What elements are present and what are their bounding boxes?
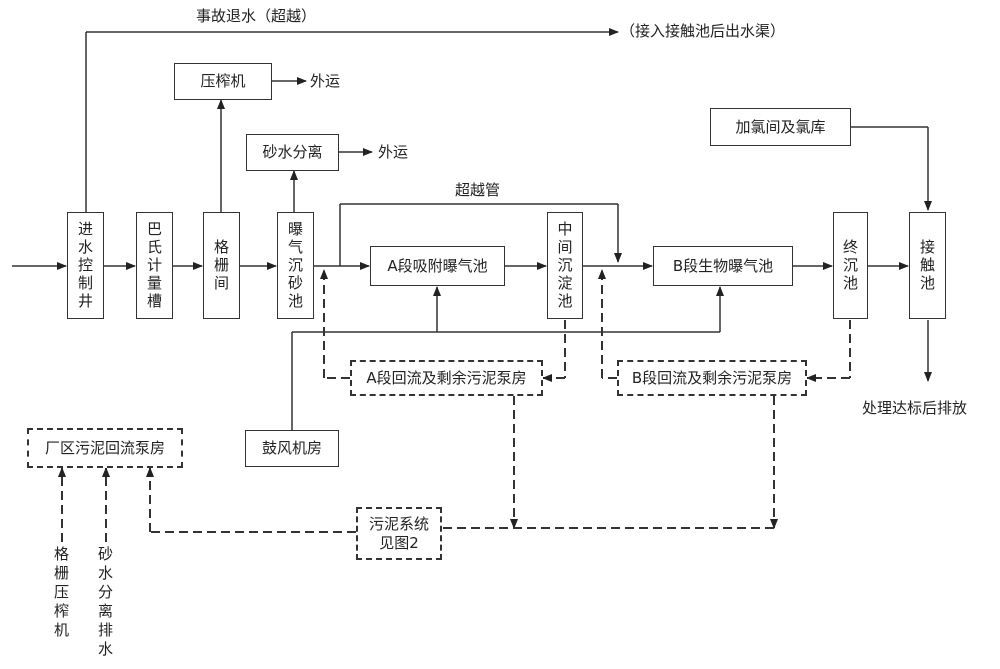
final-clarifier: 终沉池 [833,212,868,319]
discharge-label: 处理达标后排放 [862,399,968,417]
plant-sludge-return-pump-room: 厂区污泥回流泵房 [27,428,183,468]
inlet-control-well: 进水控制井 [67,212,104,319]
intermediate-clarifier: 中间沉淀池 [547,212,583,319]
grit-separator: 砂水分离 [246,134,339,171]
chlorination-room-label: 加氯间及氯库 [735,117,826,136]
screw-press: 压榨机 [174,63,272,100]
overflow-destination-label: （接入接触池后出水渠） [620,22,786,40]
a-stage-sludge-pump-room-label: A段回流及剩余污泥泵房 [366,368,527,387]
sludge-system-box: 污泥系统见图2 [356,507,442,560]
parshall-flume-label: 巴氏计量槽 [145,220,163,311]
a-stage-aeration-tank-label: A段吸附曝气池 [387,256,488,275]
export-label-2: 外运 [378,143,409,161]
export-label-1: 外运 [310,72,341,90]
screw-press-label: 压榨机 [200,72,246,90]
bypass-pipe-label: 超越管 [455,181,501,199]
sludge-system-label: 污泥系统见图2 [368,514,429,552]
grit-separator-label: 砂水分离 [262,143,323,161]
contact-tank: 接触池 [909,212,946,319]
emergency-overflow-label: 事故退水（超越） [196,7,317,25]
b-stage-aeration-tank: B段生物曝气池 [653,246,793,286]
a-stage-sludge-pump-room: A段回流及剩余污泥泵房 [350,360,543,396]
screen-press-feed-label: 格栅压榨机 [52,546,70,641]
a-stage-aeration-tank: A段吸附曝气池 [370,246,505,286]
aerated-grit-chamber-label: 曝气沉砂池 [286,220,304,311]
blower-room-label: 鼓风机房 [261,439,322,457]
aerated-grit-chamber: 曝气沉砂池 [277,212,314,319]
b-stage-sludge-pump-room-label: B段回流及剩余污泥泵房 [631,368,793,387]
final-clarifier-label: 终沉池 [841,238,859,293]
chlorination-room: 加氯间及氯库 [710,108,851,146]
intermediate-clarifier-label: 中间沉淀池 [555,220,574,311]
grit-drain-feed-label: 砂水分离排水 [96,546,114,660]
plant-sludge-return-pump-room-label: 厂区污泥回流泵房 [44,438,165,457]
blower-room: 鼓风机房 [245,430,339,467]
parshall-flume: 巴氏计量槽 [136,212,173,319]
b-stage-aeration-tank-label: B段生物曝气池 [672,256,774,275]
contact-tank-label: 接触池 [918,238,936,293]
screen-room: 格栅间 [203,212,240,319]
b-stage-sludge-pump-room: B段回流及剩余污泥泵房 [617,360,807,396]
inlet-control-well-label: 进水控制井 [76,220,94,311]
screen-room-label: 格栅间 [212,238,230,293]
